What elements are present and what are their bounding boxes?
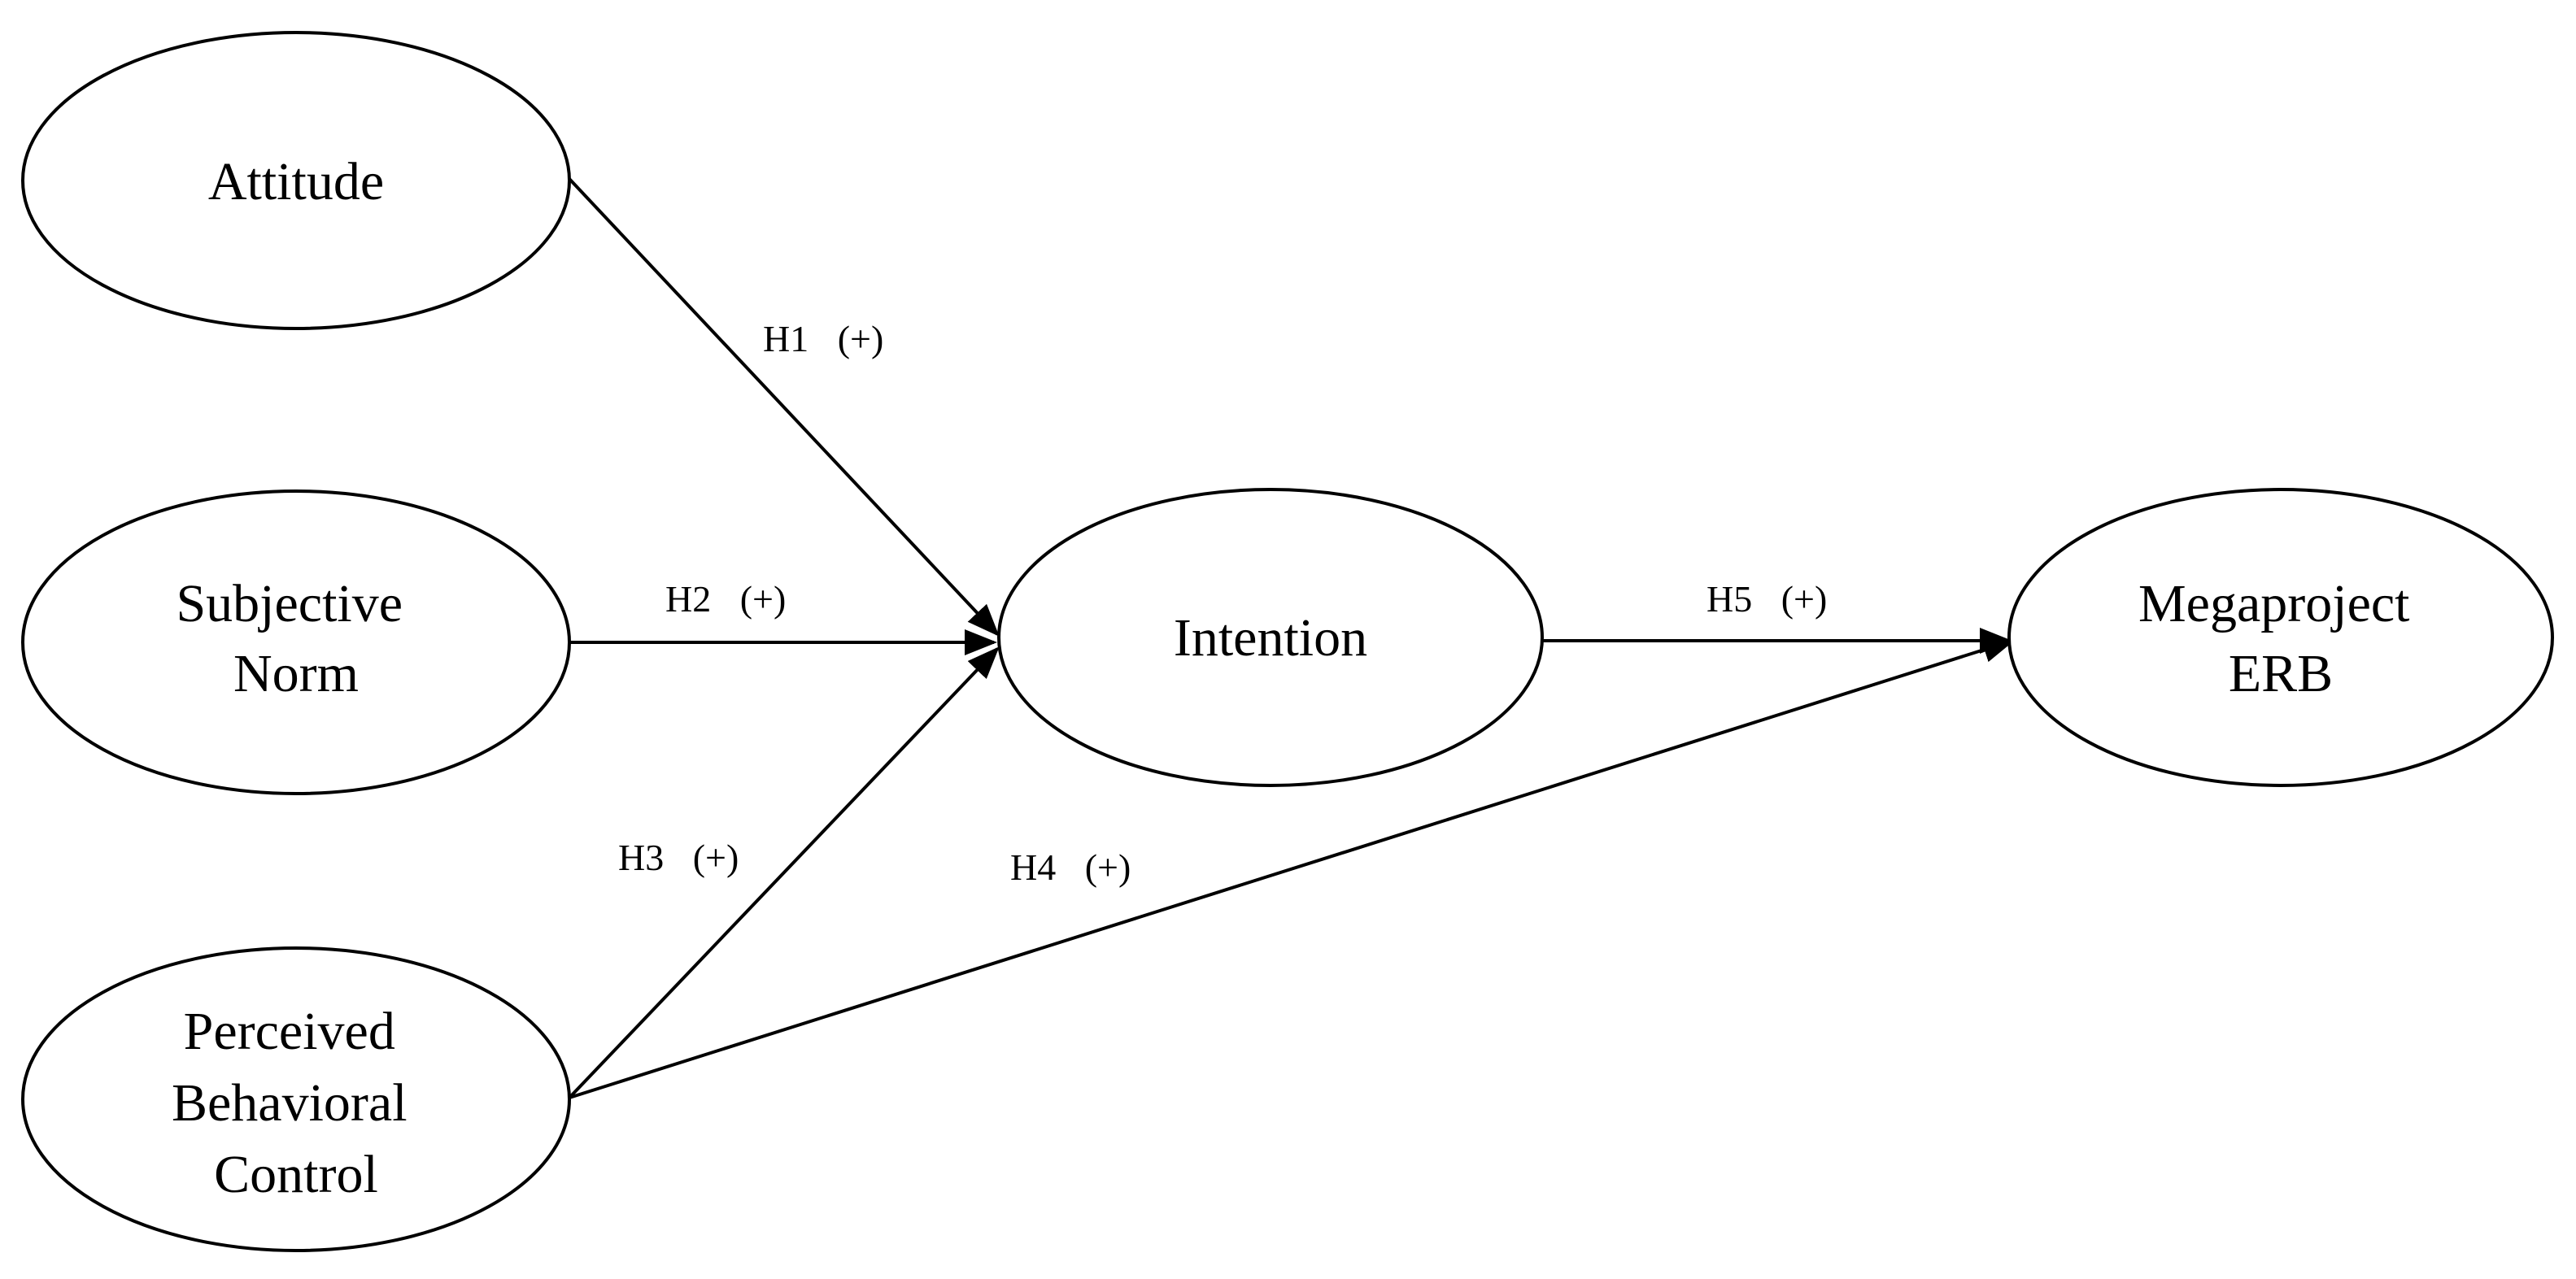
node-subjective-norm-label: Subjective Norm (176, 574, 416, 703)
node-attitude-label: Attitude (208, 152, 384, 211)
edge-label-h1: H1 (+) (763, 318, 883, 359)
edge-label-h5: H5 (+) (1706, 578, 1827, 620)
edge-h4-pbc-to-megaproject-erb (569, 637, 2016, 1099)
edge-label-h4: H4 (+) (1010, 846, 1131, 888)
edge-label-h2: H2 (+) (665, 578, 786, 620)
edge-h3-pbc-to-intention (568, 646, 1000, 1099)
node-intention-label: Intention (1174, 608, 1367, 668)
edge-labels: H1 (+) H2 (+) H3 (+) H4 (+) H5 (+) (618, 318, 1827, 888)
node-megaproject-erb-ellipse (2007, 488, 2554, 787)
edges (568, 177, 2016, 1099)
node-perceived-behavioral-control-label: Perceived Behavioral Control (172, 1002, 421, 1204)
node-attitude-ellipse (21, 31, 571, 330)
node-perceived-behavioral-control-ellipse (21, 946, 571, 1252)
node-megaproject-erb: Megaproject ERB (2007, 488, 2554, 787)
node-megaproject-erb-label: Megaproject ERB (2138, 574, 2423, 703)
node-perceived-behavioral-control: Perceived Behavioral Control (21, 946, 571, 1252)
node-intention: Intention (997, 488, 1544, 787)
edge-label-h3: H3 (+) (618, 837, 739, 878)
node-attitude: Attitude (21, 31, 571, 330)
node-subjective-norm: Subjective Norm (21, 489, 571, 795)
node-subjective-norm-ellipse (21, 489, 571, 795)
edge-h1-attitude-to-intention (568, 177, 1000, 637)
node-intention-ellipse (997, 488, 1544, 787)
